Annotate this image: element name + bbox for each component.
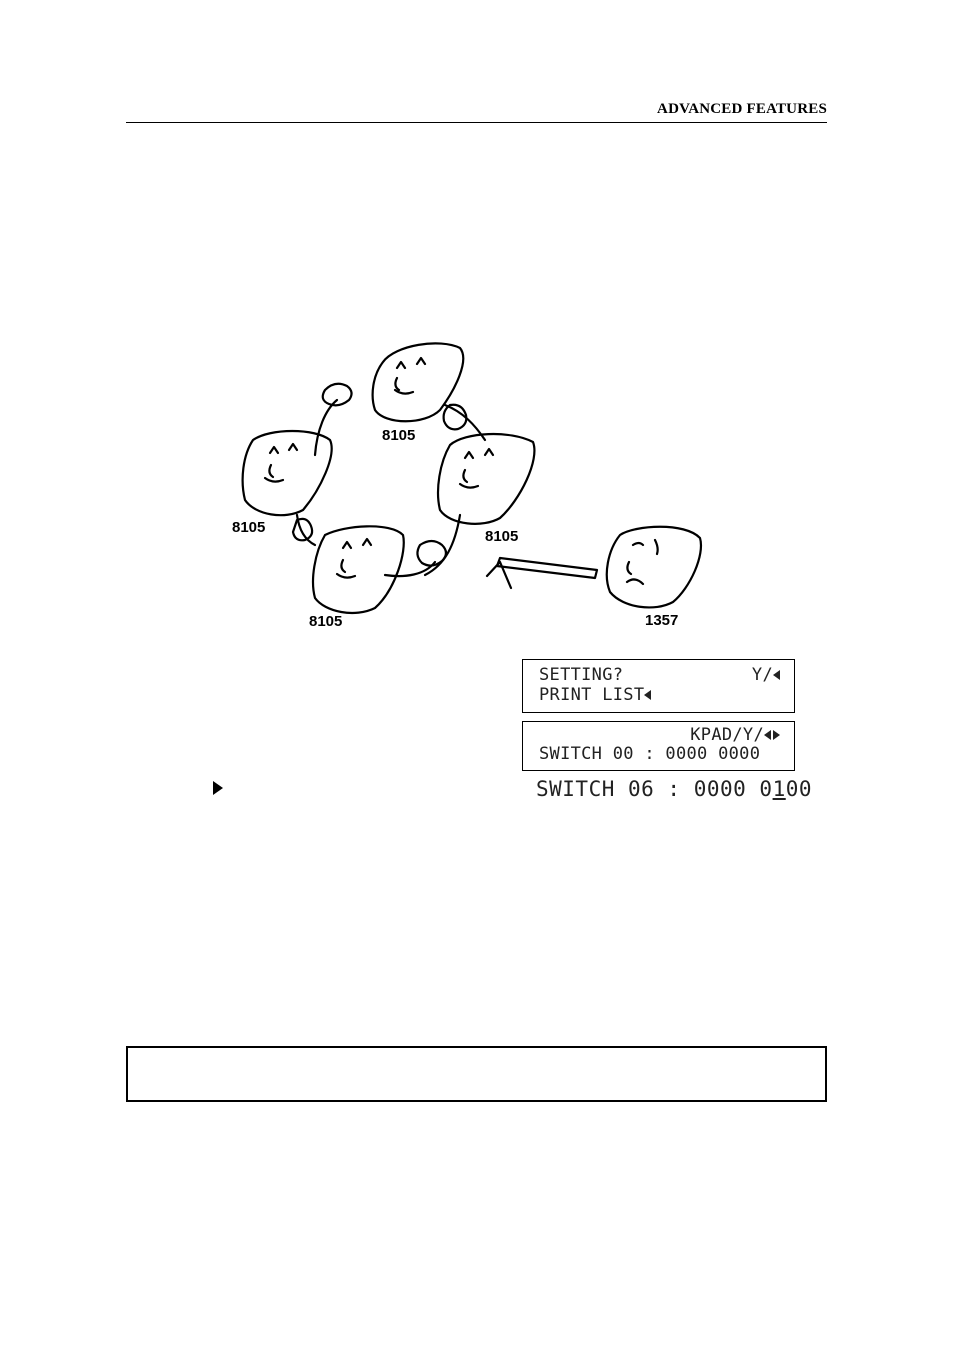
hands	[321, 382, 353, 407]
reject-arrow-shaft	[495, 556, 599, 580]
lcd-text: Y/	[751, 665, 773, 685]
fax-face-outsider	[605, 525, 703, 609]
lcd-display-setting: SETTING? Y/ PRINT LIST	[522, 659, 795, 713]
lcd-text: KPAD/Y/	[690, 725, 764, 745]
hands	[442, 403, 468, 431]
fax-label: 1357	[645, 612, 678, 629]
header-rule	[126, 122, 827, 123]
reject-arrow-head	[485, 560, 513, 590]
fax-face	[311, 525, 405, 615]
lcd-line: PRINT LIST	[539, 685, 652, 705]
lcd-line: Y/	[752, 665, 780, 685]
switch-prefix: SWITCH 06 : 0000 0	[536, 777, 773, 801]
fax-label: 8105	[232, 519, 265, 536]
fax-face	[436, 433, 536, 525]
arrow-right-icon	[773, 730, 780, 740]
lcd-line: KPAD/Y/	[690, 725, 780, 745]
arrow-right-icon	[213, 781, 223, 795]
arm-line	[423, 513, 462, 577]
arrow-left-icon	[644, 690, 652, 700]
arm-line	[313, 398, 339, 457]
switch-suffix: 00	[785, 777, 813, 801]
fax-face	[241, 429, 333, 517]
hands	[291, 517, 314, 542]
switch-setting-example: SWITCH 06 : 0000 0100	[536, 777, 812, 801]
fax-label: 8105	[485, 528, 518, 545]
fax-network-illustration: 8105 8105 8105 8105 1357	[232, 342, 703, 630]
fax-face	[371, 342, 465, 423]
lcd-text: PRINT LIST	[539, 685, 645, 705]
page-header-title: ADVANCED FEATURES	[657, 101, 827, 117]
note-box	[126, 1046, 827, 1102]
lcd-line: SWITCH 00 : 0000 0000	[539, 744, 761, 764]
switch-underlined-bit: 1	[772, 777, 786, 801]
hands	[416, 539, 448, 567]
arrow-left-icon	[773, 670, 780, 680]
fax-label: 8105	[309, 613, 342, 630]
fax-label: 8105	[382, 427, 415, 444]
arrow-left-icon	[764, 730, 771, 740]
lcd-line: SETTING?	[539, 665, 624, 685]
lcd-display-switch: KPAD/Y/ SWITCH 00 : 0000 0000	[522, 721, 795, 771]
